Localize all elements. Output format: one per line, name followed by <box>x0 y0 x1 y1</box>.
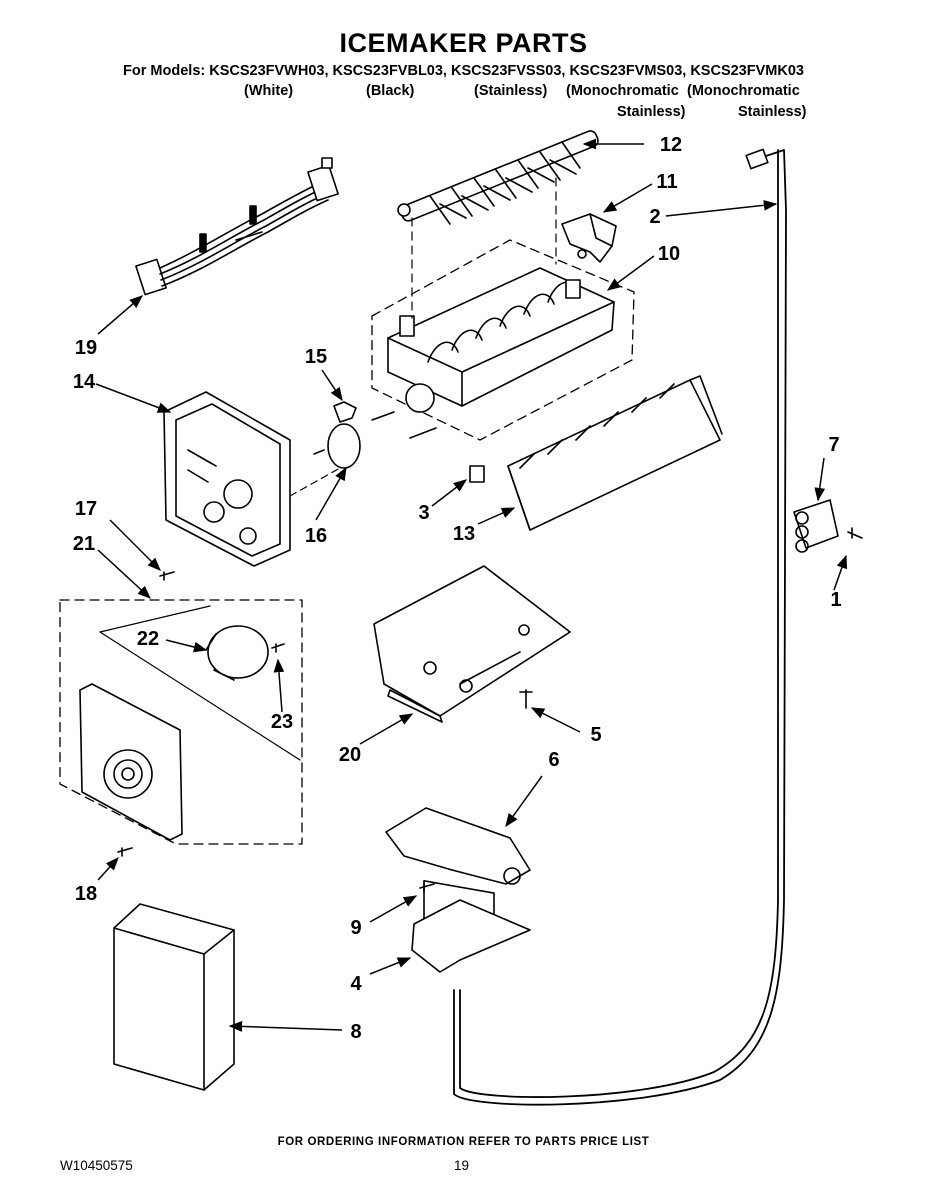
variant-label-black: (Black) <box>366 83 415 99</box>
screw-5 <box>519 689 533 709</box>
models-line: For Models: KSCS23FVWH03, KSCS23FVBL03, … <box>123 63 804 79</box>
shutoff-bracket-part <box>561 213 617 263</box>
screw-23 <box>271 643 285 653</box>
page-number: 19 <box>454 1158 470 1173</box>
callout-16: 16 <box>305 525 327 547</box>
screw-1 <box>847 527 863 539</box>
callout-13: 13 <box>453 523 475 545</box>
ice-stripper-part <box>507 375 723 531</box>
wire-harness-part <box>135 157 339 296</box>
variant-label-stainless: (Stainless) <box>474 83 548 99</box>
callout-1: 1 <box>830 589 841 611</box>
callout-18: 18 <box>75 883 97 905</box>
callout-9: 9 <box>350 917 361 939</box>
control-housing-part <box>163 391 291 567</box>
fill-tube-part <box>453 148 787 1106</box>
ordering-note: FOR ORDERING INFORMATION REFER TO PARTS … <box>277 1136 650 1148</box>
thermostat-part <box>313 423 361 469</box>
callout-22: 22 <box>137 628 159 650</box>
tube-clamp-part <box>793 499 839 553</box>
callout-2: 2 <box>649 206 660 228</box>
callout-10: 10 <box>658 243 680 265</box>
callout-21: 21 <box>73 533 95 555</box>
page-title: ICEMAKER PARTS <box>339 28 588 58</box>
callout-15: 15 <box>305 346 327 368</box>
document-number: W10450575 <box>60 1158 133 1173</box>
mounting-bracket-part <box>411 899 531 973</box>
callout-19: 19 <box>75 337 97 359</box>
callout-11: 11 <box>656 171 677 193</box>
drive-motor-part <box>205 625 269 681</box>
callout-14: 14 <box>73 371 96 393</box>
screw-18 <box>117 847 133 857</box>
variant-label-monochromatic-2-line2: Stainless) <box>738 104 807 120</box>
callout-17: 17 <box>75 498 97 520</box>
insulation-block-part <box>113 903 235 1091</box>
ice-mold-part <box>371 267 615 439</box>
callout-23: 23 <box>271 711 293 733</box>
ice-ejector-part <box>397 130 599 225</box>
shield-part <box>373 565 571 723</box>
callout-5: 5 <box>590 724 601 746</box>
callout-20: 20 <box>339 744 361 766</box>
screw-9 <box>419 883 435 893</box>
variant-label-monochromatic-2: (Monochromatic <box>687 83 800 99</box>
variant-label-monochromatic-1: (Monochromatic <box>566 83 679 99</box>
callout-3: 3 <box>418 502 429 524</box>
callout-12: 12 <box>660 134 682 156</box>
clip-part <box>469 465 485 483</box>
callout-6: 6 <box>548 749 559 771</box>
spring-clip-part <box>333 401 357 423</box>
callout-7: 7 <box>828 434 839 456</box>
callout-8: 8 <box>350 1021 361 1043</box>
motor-assembly-part <box>79 605 301 841</box>
callout-4: 4 <box>350 973 362 995</box>
variant-label-monochromatic-1-line2: Stainless) <box>617 104 686 120</box>
screw-17 <box>159 571 175 581</box>
variant-label-white: (White) <box>244 83 294 99</box>
